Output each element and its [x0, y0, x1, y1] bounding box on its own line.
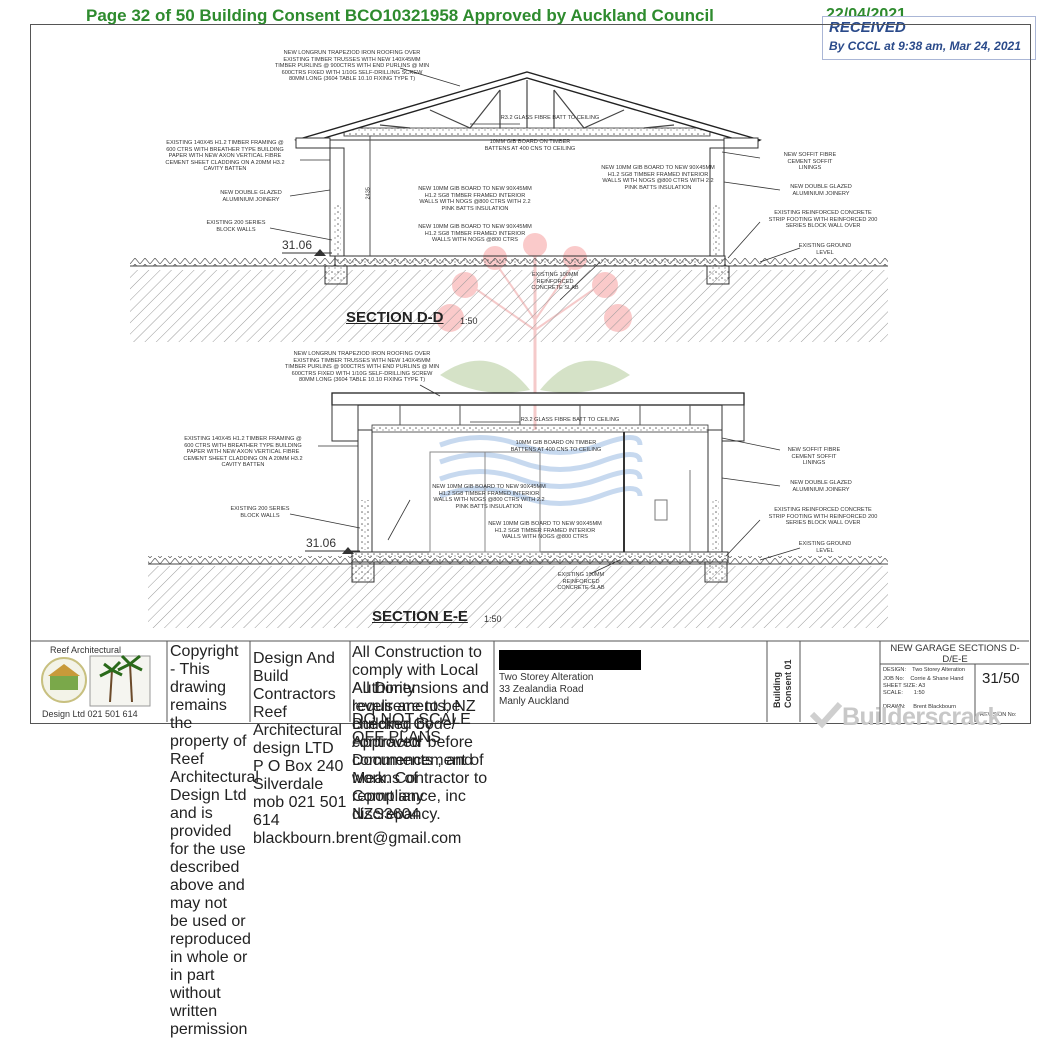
ee-note-slab: EXISTING 100mm REINFORCED CONCRETE SLAB	[557, 572, 605, 592]
watermark-check-icon	[809, 701, 843, 729]
ee-section-scale: 1:50	[484, 614, 502, 624]
section-dd-drawing	[130, 67, 888, 342]
consent-header: Page 32 of 50 Building Consent BCO103219…	[86, 6, 714, 25]
dd-note-framing: EXISTING 140x45 H1.2 TIMBER FRAMING @ 60…	[165, 140, 285, 173]
dd-level-label: 31.06	[282, 238, 313, 252]
design-row: DESIGN: Two Storey Alteration	[883, 667, 965, 673]
dd-note-block-walls: EXISTING 200 SERIES BLOCK WALLS	[206, 220, 266, 233]
drawing-sheet	[30, 24, 1031, 724]
job-details: JOB No: Corrie & Shane Hand SHEET SIZE: …	[883, 676, 964, 710]
section-drawings	[30, 67, 1029, 729]
dd-note-gib-mid: NEW 10mm GIB BOARD TO NEW 90x45mm H1.2 S…	[418, 186, 532, 212]
ee-note-footing: EXISTING REINFORCED CONCRETE STRIP FOOTI…	[768, 507, 878, 527]
revision-label: REVISION No:	[980, 712, 1017, 718]
copyright-notice: Copyright - This drawing remains the pro…	[170, 643, 259, 1038]
stamp-line1: RECEIVED	[829, 19, 906, 36]
ee-note-gib-mid: NEW 10mm GIB BOARD TO NEW 90x45mm H1.2 S…	[432, 484, 546, 510]
dd-note-footing: EXISTING REINFORCED CONCRETE STRIP FOOTI…	[768, 210, 878, 230]
contractor-details: Design And Build Contractors Reef Archit…	[253, 650, 462, 847]
builderscrack-watermark: Builderscrack	[842, 703, 1001, 731]
ee-note-gib-low: NEW 10mm GIB BOARD TO NEW 90x45mm H1.2 S…	[488, 521, 602, 541]
dd-note-batt: R3.2 GLASS FIBRE BATT TO CEILING	[500, 115, 600, 121]
dd-note-gib-right: NEW 10mm GIB BOARD TO NEW 90x45mm H1.2 S…	[601, 165, 715, 191]
stamp-line2: By CCCL at 9:38 am, Mar 24, 2021	[829, 39, 1021, 53]
ee-note-block-walls: EXISTING 200 SERIES BLOCK WALLS	[230, 506, 290, 519]
company-name-top: Reef Architectural	[50, 645, 122, 655]
dd-dimension: 2435	[365, 187, 372, 200]
ee-note-soffit: NEW SOFFIT FIBRE CEMENT SOFFIT LININGS	[787, 447, 841, 467]
dd-note-joinery-right: NEW DOUBLE GLAZED ALUMINIUM JOINERY	[790, 184, 852, 197]
dd-note-ground: EXISTING GROUND LEVEL	[798, 243, 852, 256]
dd-section-scale: 1:50	[460, 316, 478, 326]
project-address: Two Storey Alteration 33 Zealandia Road …	[499, 672, 594, 707]
dd-note-joinery-left: NEW DOUBLE GLAZED ALUMINIUM JOINERY	[220, 190, 282, 203]
ee-note-batt: R3.2 GLASS FIBRE BATT TO CEILING	[520, 417, 620, 423]
dd-note-roofing: NEW LONGRUN TRAPEZIOD IRON ROOFING OVER …	[274, 50, 430, 83]
ee-section-title: SECTION E-E	[372, 608, 468, 625]
ee-note-gib-ceiling: 10mm GIB BOARD ON TIMBER BATTENS AT 400 …	[510, 440, 602, 453]
do-not-scale-note: DO NOT SCALE OFF PLANS	[352, 711, 471, 746]
dd-note-slab: EXISTING 100mm REINFORCED CONCRETE SLAB	[531, 272, 579, 292]
dd-section-title: SECTION D-D	[346, 309, 444, 326]
company-name-bottom: Design Ltd 021 501 614	[42, 709, 138, 719]
dimensions-note: All Dimensions and levels are to be chec…	[352, 680, 489, 823]
sheet-number: 31/50	[982, 670, 1020, 687]
dd-note-soffit: NEW SOFFIT FIBRE CEMENT SOFFIT LININGS	[783, 152, 837, 172]
ee-note-joinery-right: NEW DOUBLE GLAZED ALUMINIUM JOINERY	[790, 480, 852, 493]
consent-label-vertical: Building Consent 01	[772, 659, 793, 708]
redacted-client-name	[499, 650, 641, 670]
dd-note-gib-ceiling: 10mm GIB BOARD ON TIMBER BATTENS AT 400 …	[484, 139, 576, 152]
section-ee-drawing	[148, 384, 888, 628]
ee-note-roofing: NEW LONGRUN TRAPEZIOD IRON ROOFING OVER …	[284, 351, 440, 384]
sheet-title: NEW GARAGE SECTIONS D- D/E-E	[890, 643, 1020, 665]
reef-logo	[41, 654, 151, 707]
ee-note-framing: EXISTING 140x45 H1.2 TIMBER FRAMING @ 60…	[183, 436, 303, 469]
received-stamp: RECEIVED By CCCL at 9:38 am, Mar 24, 202…	[822, 16, 1036, 60]
ee-level-label: 31.06	[306, 536, 337, 550]
dd-note-gib-low: NEW 10mm GIB BOARD TO NEW 90x45mm H1.2 S…	[418, 224, 532, 244]
ee-note-ground: EXISTING GROUND LEVEL	[798, 541, 852, 554]
